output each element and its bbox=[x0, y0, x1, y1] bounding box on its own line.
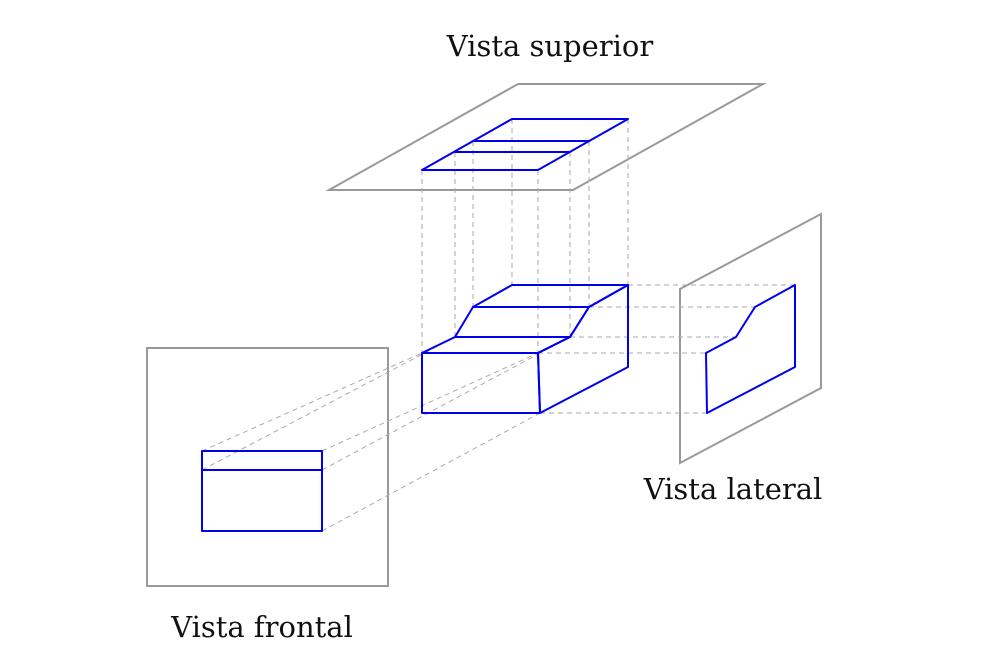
side-view-label: Vista lateral bbox=[643, 472, 823, 506]
front-view-outline bbox=[201, 450, 323, 532]
projection-lines-front bbox=[201, 336, 571, 532]
top-view-label: Vista superior bbox=[446, 29, 654, 63]
top-view-outline bbox=[421, 118, 629, 171]
object-sloped-face bbox=[454, 306, 590, 338]
projection-lines-side bbox=[538, 284, 795, 414]
projection-line bbox=[201, 352, 423, 452]
isometric-object bbox=[421, 284, 629, 414]
projection-lines-top bbox=[421, 119, 629, 353]
front-view-drawing bbox=[201, 450, 323, 532]
projection-line bbox=[321, 352, 539, 452]
side-projection-plane bbox=[679, 212, 822, 465]
top-view-drawing bbox=[421, 118, 629, 171]
object-right-face bbox=[537, 284, 629, 414]
object-lower-top-face bbox=[421, 336, 571, 354]
projection-line bbox=[321, 412, 541, 532]
front-view-label: Vista frontal bbox=[170, 610, 353, 644]
object-upper-top-face bbox=[472, 284, 629, 308]
side-view-drawing bbox=[705, 284, 796, 414]
projection-line bbox=[321, 336, 571, 471]
side-view-outline bbox=[705, 284, 796, 414]
top-projection-plane bbox=[325, 83, 767, 191]
object-front-face bbox=[421, 352, 541, 414]
front-projection-plane bbox=[146, 347, 389, 587]
projection-line bbox=[201, 336, 456, 471]
